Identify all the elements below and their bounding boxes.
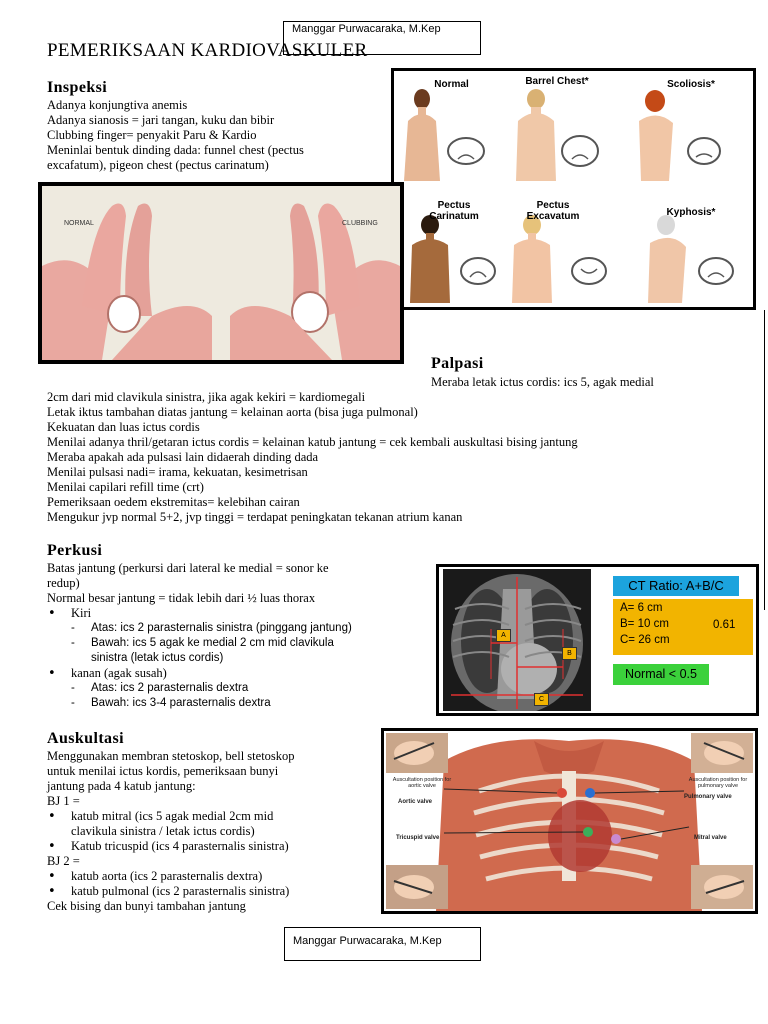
bj2-item: katub pulmonal (ics 2 parasternalis sini… — [47, 884, 382, 899]
chest-anatomy-illustration — [386, 733, 753, 911]
chest-label-barrel: Barrel Chest* — [525, 76, 589, 87]
perkusi-kiri-item-cont: sinistra (letak ictus cordis) — [91, 652, 224, 664]
chest-shapes-figure: Normal Barrel Chest* Scoliosis* Pectus C… — [391, 68, 756, 310]
auskultasi-heading: Auskultasi — [47, 730, 124, 747]
page-edge-line — [764, 310, 765, 610]
palpasi-line: Mengukur jvp normal 5+2, jvp tinggi = te… — [47, 510, 463, 524]
ct-ratio-figure: A B C CT Ratio: A+B/C A= 6 cm B= 10 cm C… — [436, 564, 759, 716]
palpasi-first-line: Meraba letak ictus cordis: ics 5, agak m… — [431, 375, 654, 389]
footer-author: Manggar Purwacaraka, M.Kep — [293, 935, 442, 947]
auskultasi-intro: jantung pada 4 katub jantung: — [47, 779, 196, 793]
palpasi-line: Menilai adanya thril/getaran ictus cordi… — [47, 435, 578, 449]
chest-label-pectus-excavatum: Pectus Excavatum — [526, 200, 580, 222]
bj1-label: BJ 1 = — [47, 794, 80, 808]
ct-marker-c: C — [534, 693, 549, 706]
ct-normal-threshold: Normal < 0.5 — [613, 664, 709, 685]
inspeksi-line: Adanya sianosis = jari tangan, kuku dan … — [47, 113, 275, 127]
perkusi-section: Perkusi Batas jantung (perkursi dari lat… — [47, 542, 432, 711]
inspeksi-heading: Inspeksi — [47, 79, 108, 96]
perkusi-line: redup) — [47, 576, 80, 590]
bj1-item-cont: clavikula sinistra / letak ictus cordis) — [71, 824, 255, 838]
clubbing-fingers-figure: NORMAL CLUBBING — [38, 182, 404, 364]
header-author: Manggar Purwacaraka, M.Kep — [292, 23, 441, 35]
ct-value-b: B= 10 cm — [620, 618, 669, 630]
chest-xray-image — [443, 569, 591, 711]
ct-values-box: A= 6 cm B= 10 cm C= 26 cm 0.61 — [613, 599, 753, 655]
label-pulmonary-position: Auscultation position for pulmonary valv… — [688, 777, 748, 789]
perkusi-kiri-item: Atas: ics 2 parasternalis sinistra (ping… — [47, 621, 432, 636]
label-aortic-valve: Aortic valve — [398, 799, 433, 805]
chest-shapes-illustration — [404, 89, 734, 303]
perkusi-kanan-item: Bawah: ics 3-4 parasternalis dextra — [47, 696, 432, 711]
label-mitral-valve: Mitral valve — [694, 835, 727, 841]
valve-auscultation-figure: Auscultation position for aortic valve A… — [381, 728, 758, 914]
footer-author-box: Manggar Purwacaraka, M.Kep — [284, 927, 481, 961]
mitral-valve-dot — [611, 834, 621, 844]
inspeksi-section: Inspeksi Adanya konjungtiva anemis Adany… — [47, 79, 387, 173]
chest-label-scoliosis: Scoliosis* — [667, 79, 715, 90]
palpasi-heading: Palpasi — [431, 355, 484, 372]
chest-label-kyphosis: Kyphosis* — [666, 207, 716, 218]
palpasi-section: 2cm dari mid clavikula sinistra, jika ag… — [47, 390, 747, 525]
label-pulmonary-valve: Pulmonary valve — [684, 794, 732, 800]
bj1-item: Katub tricuspid (ics 4 parasternalis sin… — [47, 839, 382, 854]
palpasi-line: Meraba apakah ada pulsasi lain didaerah … — [47, 450, 319, 464]
bj2-label: BJ 2 = — [47, 854, 80, 868]
ct-marker-b: B — [562, 647, 577, 660]
fingers-illustration — [42, 186, 400, 360]
tricuspid-valve-dot — [583, 827, 593, 837]
perkusi-kiri-item: Bawah: ics 5 agak ke medial 2 cm mid cla… — [47, 636, 432, 651]
ct-ratio-value: 0.61 — [713, 619, 736, 631]
ct-value-c: C= 26 cm — [620, 634, 670, 646]
inspeksi-line: Adanya konjungtiva anemis — [47, 98, 188, 112]
fingers-label-clubbing: CLUBBING — [342, 220, 378, 227]
inspeksi-line: Clubbing finger= penyakit Paru & Kardio — [47, 128, 257, 142]
perkusi-kanan-item: Atas: ics 2 parasternalis dextra — [47, 681, 432, 696]
ct-value-a: A= 6 cm — [620, 602, 663, 614]
bj1-item: katub mitral (ics 5 agak medial 2cm mid — [47, 809, 382, 824]
ct-ratio-title: CT Ratio: A+B/C — [613, 576, 739, 596]
inspeksi-line: Meninlai bentuk dinding dada: funnel che… — [47, 143, 304, 157]
perkusi-heading: Perkusi — [47, 542, 103, 559]
perkusi-line: Batas jantung (perkursi dari lateral ke … — [47, 561, 329, 575]
auskultasi-intro: untuk menilai ictus kordis, pemeriksaan … — [47, 764, 279, 778]
auskultasi-intro: Menggunakan membran stetoskop, bell stet… — [47, 749, 295, 763]
perkusi-kanan: kanan (agak susah) — [47, 666, 432, 681]
chest-label-normal: Normal — [434, 79, 469, 90]
inspeksi-line: excafatum), pigeon chest (pectus carinat… — [47, 158, 269, 172]
auskultasi-closing: Cek bising dan bunyi tambahan jantung — [47, 899, 246, 913]
fingers-label-normal: NORMAL — [64, 220, 94, 227]
palpasi-line: Menilai capilari refill time (crt) — [47, 480, 204, 494]
chest-label-pectus-carinatum: Pectus Carinatum — [429, 200, 479, 222]
palpasi-line: Pemeriksaan oedem ekstremitas= kelebihan… — [47, 495, 300, 509]
perkusi-kiri: Kiri — [47, 606, 432, 621]
bj2-item: katub aorta (ics 2 parasternalis dextra) — [47, 869, 382, 884]
auskultasi-section: Auskultasi Menggunakan membran stetoskop… — [47, 730, 382, 914]
label-aortic-position: Auscultation position for aortic valve — [392, 777, 452, 789]
label-tricuspid-valve: Tricuspid valve — [396, 835, 440, 841]
palpasi-line: 2cm dari mid clavikula sinistra, jika ag… — [47, 390, 366, 404]
aortic-valve-dot — [557, 788, 567, 798]
perkusi-line: Normal besar jantung = tidak lebih dari … — [47, 591, 316, 605]
header-author-box: Manggar Purwacaraka, M.Kep — [283, 21, 481, 55]
ct-marker-a: A — [496, 629, 511, 642]
page-title: PEMERIKSAAN KARDIOVASKULER — [47, 40, 368, 61]
palpasi-line: Menilai pulsasi nadi= irama, kekuatan, k… — [47, 465, 308, 479]
palpasi-line: Letak iktus tambahan diatas jantung = ke… — [47, 405, 418, 419]
palpasi-line: Kekuatan dan luas ictus cordis — [47, 420, 200, 434]
pulmonary-valve-dot — [585, 788, 595, 798]
